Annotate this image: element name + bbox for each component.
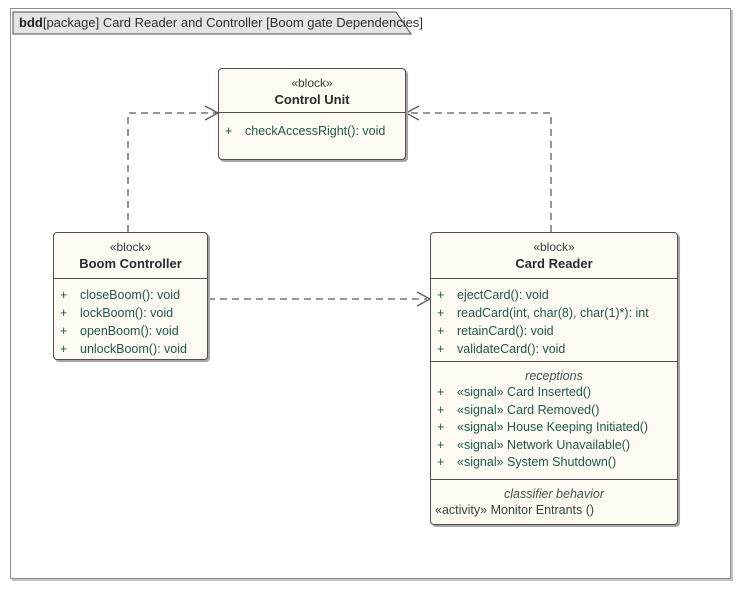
reception-row: + «signal» Card Removed() bbox=[431, 402, 677, 420]
reception-row: + «signal» Network Unavailable() bbox=[431, 437, 677, 455]
reception-row: + «signal» System Shutdown() bbox=[431, 454, 677, 472]
operation-row: + closeBoom(): void bbox=[54, 286, 207, 304]
reception-signature: «signal» Network Unavailable() bbox=[457, 437, 630, 452]
visibility-symbol: + bbox=[60, 324, 68, 338]
stereotype-label: «block» bbox=[291, 76, 333, 90]
classifier-behavior-item: «activity» Monitor Entrants () bbox=[435, 503, 595, 517]
operation-signature: ejectCard(): void bbox=[457, 288, 549, 302]
stereotype-label: «block» bbox=[533, 240, 575, 254]
visibility-symbol: + bbox=[437, 455, 445, 469]
visibility-symbol: + bbox=[437, 342, 445, 356]
operation-row: + lockBoom(): void bbox=[54, 304, 207, 322]
operation-signature: lockBoom(): void bbox=[80, 306, 174, 320]
visibility-symbol: + bbox=[60, 288, 68, 302]
operation-row: + unlockBoom(): void bbox=[54, 340, 207, 358]
operation-row: + retainCard(): void bbox=[431, 322, 677, 340]
reception-signature: «signal» House Keeping Initiated() bbox=[457, 420, 649, 434]
operation-row: + openBoom(): void bbox=[54, 322, 207, 340]
dependency-boomcontroller-to-cardreader[interactable] bbox=[208, 291, 432, 307]
operation-signature: retainCard(): void bbox=[457, 324, 554, 338]
block-boom-controller[interactable]: «block» Boom Controller + closeBoom(): v… bbox=[53, 232, 208, 360]
visibility-symbol: + bbox=[437, 288, 445, 302]
operation-signature: checkAccessRight(): void bbox=[245, 124, 386, 138]
operation-row: + readCard(int, char(8), char(1)*): int bbox=[431, 304, 677, 322]
block-title: Boom Controller bbox=[79, 256, 182, 271]
frame-tab-keyword: bdd bbox=[19, 15, 43, 30]
frame-tab-label: bdd[package] Card Reader and Controller … bbox=[19, 15, 423, 30]
classifier-behavior-header: classifier behavior bbox=[503, 487, 605, 501]
visibility-symbol: + bbox=[225, 124, 233, 138]
visibility-symbol: + bbox=[437, 402, 445, 417]
reception-signature: «signal» Card Removed() bbox=[457, 402, 600, 417]
visibility-symbol: + bbox=[437, 324, 445, 338]
operation-signature: readCard(int, char(8), char(1)*): int bbox=[457, 306, 649, 320]
frame-tab-title: [package] Card Reader and Controller [Bo… bbox=[42, 15, 423, 30]
operation-signature: validateCard(): void bbox=[457, 342, 566, 356]
receptions-compartment: receptions + «signal» Card Inserted() + … bbox=[431, 361, 677, 479]
frame-tab-shape bbox=[12, 11, 412, 35]
operation-row: + ejectCard(): void bbox=[431, 286, 677, 304]
block-name-compartment: «block» Card Reader bbox=[431, 233, 677, 278]
operation-signature: unlockBoom(): void bbox=[80, 342, 187, 356]
visibility-symbol: + bbox=[60, 342, 68, 356]
block-title: Control Unit bbox=[274, 92, 350, 107]
dependency-boomcontroller-to-controlunit[interactable] bbox=[127, 105, 220, 232]
reception-row: + «signal» Card Inserted() bbox=[431, 384, 677, 402]
operation-row: + validateCard(): void bbox=[431, 340, 677, 358]
block-name-compartment: «block» Boom Controller bbox=[54, 233, 207, 278]
block-name-compartment: «block» Control Unit bbox=[219, 69, 405, 112]
reception-signature: «signal» Card Inserted() bbox=[457, 385, 592, 399]
reception-row: + «signal» House Keeping Initiated() bbox=[431, 419, 677, 437]
operations-compartment: + checkAccessRight(): void bbox=[219, 112, 405, 160]
block-control-unit[interactable]: «block» Control Unit + checkAccessRight(… bbox=[218, 68, 406, 160]
classifier-behavior-compartment: classifier behavior «activity» Monitor E… bbox=[431, 479, 677, 524]
operations-compartment: + ejectCard(): void + readCard(int, char… bbox=[431, 278, 677, 361]
receptions-header: receptions bbox=[525, 369, 583, 383]
operation-row: + checkAccessRight(): void bbox=[219, 122, 405, 140]
dependency-cardreader-to-controlunit[interactable] bbox=[404, 105, 552, 232]
visibility-symbol: + bbox=[437, 420, 445, 434]
reception-signature: «signal» System Shutdown() bbox=[457, 455, 617, 469]
visibility-symbol: + bbox=[437, 385, 445, 399]
visibility-symbol: + bbox=[437, 306, 445, 320]
visibility-symbol: + bbox=[437, 437, 445, 452]
visibility-symbol: + bbox=[60, 306, 68, 320]
block-title: Card Reader bbox=[515, 256, 593, 271]
stereotype-label: «block» bbox=[109, 240, 152, 254]
operations-compartment: + closeBoom(): void + lockBoom(): void +… bbox=[54, 278, 207, 360]
operation-signature: openBoom(): void bbox=[80, 324, 179, 338]
block-card-reader[interactable]: «block» Card Reader + ejectCard(): void … bbox=[430, 232, 678, 525]
operation-signature: closeBoom(): void bbox=[80, 288, 181, 302]
